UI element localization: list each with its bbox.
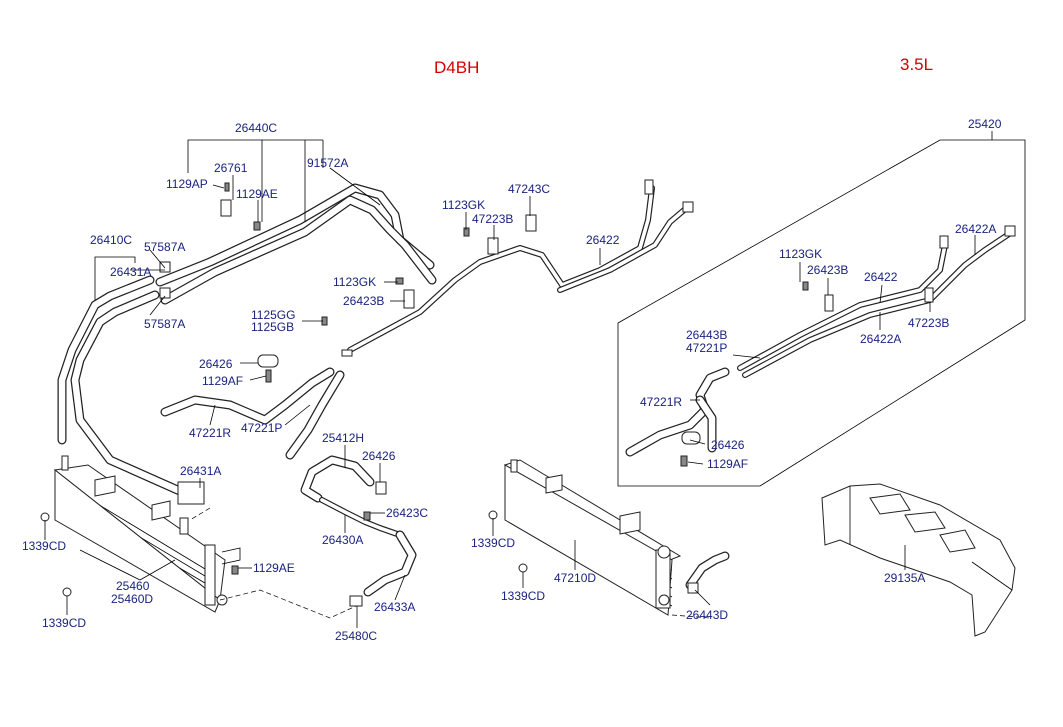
label-47243C: 47243C	[508, 182, 550, 196]
label-25420: 25420	[968, 117, 1002, 131]
label-1123GK-right: 1123GK	[779, 247, 822, 261]
label-26440C: 26440C	[235, 121, 277, 135]
label-26410C: 26410C	[90, 233, 132, 247]
label-26430A: 26430A	[322, 533, 363, 547]
label-25460D: 25460D	[111, 592, 153, 606]
label-1339CD-d: 1339CD	[501, 589, 545, 603]
oil-cooler-47210D	[503, 459, 682, 616]
label-26431A-top: 26431A	[110, 265, 151, 279]
label-26426-left: 26426	[199, 357, 233, 371]
label-26423C: 26423C	[386, 506, 428, 520]
label-26761: 26761	[214, 161, 248, 175]
bracket-29135A	[821, 483, 1016, 637]
label-57587A-top: 57587A	[144, 240, 185, 254]
label-26422A-mid: 26422A	[860, 332, 901, 346]
label-1129AP: 1129AP	[166, 177, 208, 191]
label-47221P-right: 47221P	[686, 341, 727, 355]
label-26422A-top: 26422A	[955, 222, 996, 236]
pipe-assembly-left	[57, 183, 730, 597]
label-26431A-low: 26431A	[180, 464, 221, 478]
part-labels: 26440C 26761 1129AP 1129AE 91572A 26410C…	[22, 117, 1002, 643]
label-1125GG: 1125GG	[251, 308, 295, 322]
label-26426-right: 26426	[711, 438, 745, 452]
label-1129AE-top: 1129AE	[236, 187, 278, 201]
label-1339CD-c: 1339CD	[471, 536, 515, 550]
label-47221R-left: 47221R	[189, 426, 231, 440]
label-1339CD-b: 1339CD	[42, 616, 86, 630]
label-1125GB: 1125GB	[251, 320, 294, 334]
header-d4bh: D4BH	[434, 58, 479, 77]
label-1123GK-left: 1123GK	[333, 275, 376, 289]
label-1339CD-a: 1339CD	[22, 539, 66, 553]
leader-lines	[44, 139, 976, 628]
label-25412H: 25412H	[322, 431, 364, 445]
label-57587A-bot: 57587A	[144, 317, 185, 331]
label-1123GK-mid: 1123GK	[442, 198, 485, 212]
label-26443D: 26443D	[686, 608, 728, 622]
header-35l: 3.5L	[900, 55, 933, 74]
label-91572A: 91572A	[307, 156, 348, 170]
label-1129AE-low: 1129AE	[253, 561, 295, 575]
label-47223B-mid: 47223B	[472, 212, 513, 226]
oil-cooler-25460	[53, 455, 241, 613]
label-29135A: 29135A	[884, 571, 925, 585]
label-47221P-left: 47221P	[241, 421, 282, 435]
label-26423B-right: 26423B	[807, 263, 848, 277]
label-1129AF-right: 1129AF	[707, 457, 748, 471]
label-26433A: 26433A	[374, 600, 415, 614]
label-26422-right: 26422	[864, 270, 898, 284]
label-47210D: 47210D	[554, 571, 596, 585]
label-1129AF-left: 1129AF	[202, 374, 243, 388]
label-26443B: 26443B	[686, 328, 727, 342]
label-26422-mid: 26422	[586, 233, 620, 247]
label-47221R-right: 47221R	[640, 395, 682, 409]
inset-frame-3-5l	[617, 131, 1026, 487]
label-25460: 25460	[116, 579, 150, 593]
label-25480C: 25480C	[335, 629, 377, 643]
label-47223B-right: 47223B	[908, 316, 949, 330]
label-26426-mid: 26426	[362, 449, 396, 463]
label-26423B-left: 26423B	[343, 294, 384, 308]
